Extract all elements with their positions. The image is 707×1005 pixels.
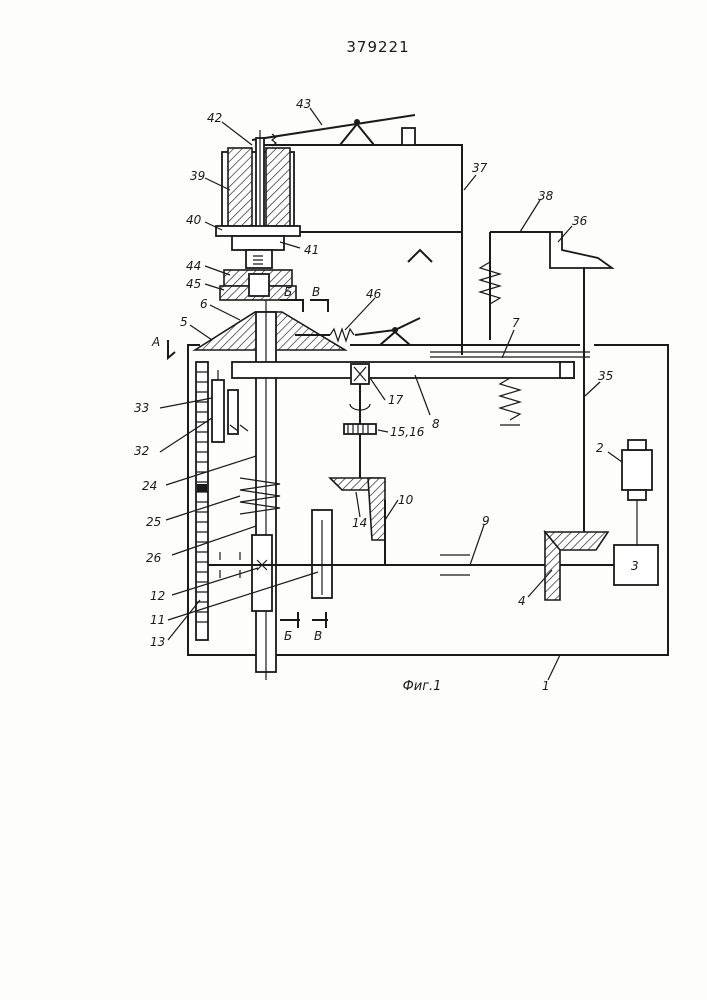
section-b-top: Б (284, 285, 292, 299)
pusher-33 (212, 370, 248, 442)
label-9: 9 (482, 514, 490, 528)
arm-8 (232, 352, 590, 378)
rack-13 (196, 362, 208, 640)
section-b-bottom: Б (284, 629, 292, 643)
label-33: 33 (134, 401, 149, 415)
label-41: 41 (304, 243, 319, 257)
label-43: 43 (296, 97, 311, 111)
label-10: 10 (398, 493, 414, 507)
figure-caption: Фиг.1 (403, 679, 442, 694)
label-25: 25 (146, 515, 161, 529)
label-37: 37 (472, 161, 488, 175)
label-45: 45 (186, 277, 201, 291)
lever-assembly (252, 115, 415, 146)
label-4: 4 (518, 594, 526, 608)
label-17: 17 (388, 393, 404, 407)
label-42: 42 (207, 111, 222, 125)
label-1: 1 (542, 679, 550, 693)
label-8: 8 (432, 417, 440, 431)
part-labels: 42 43 39 37 38 36 40 41 44 45 46 6 5 7 3… (134, 97, 639, 693)
label-44: 44 (186, 259, 201, 273)
label-39: 39 (190, 169, 205, 183)
label-46: 46 (366, 287, 382, 301)
funnel (195, 300, 345, 680)
label-26: 26 (146, 551, 162, 565)
label-14: 14 (352, 516, 367, 530)
label-12: 12 (150, 589, 165, 603)
upright-shaft (462, 232, 560, 425)
bevel-gear-14 (330, 478, 385, 540)
label-2: 2 (596, 441, 604, 455)
section-a: A (151, 335, 160, 349)
latch-36 (550, 232, 612, 540)
bevel-gear-4 (545, 532, 614, 600)
label-13: 13 (150, 635, 165, 649)
label-3: 3 (631, 559, 639, 573)
frame-pivot (408, 250, 432, 262)
label-38: 38 (538, 189, 554, 203)
label-40: 40 (186, 213, 202, 227)
label-1516: 15,16 (390, 425, 425, 439)
carriage (344, 364, 376, 480)
label-5: 5 (180, 315, 188, 329)
label-35: 35 (598, 369, 613, 383)
label-6: 6 (200, 297, 208, 311)
section-v-bottom: В (314, 629, 322, 643)
label-24: 24 (142, 479, 157, 493)
label-36: 36 (572, 214, 588, 228)
label-7: 7 (512, 316, 520, 330)
patent-number: 379221 (346, 38, 409, 56)
label-32: 32 (134, 444, 149, 458)
solenoid (216, 130, 300, 268)
section-v-top: В (312, 285, 320, 299)
label-11: 11 (150, 613, 165, 627)
